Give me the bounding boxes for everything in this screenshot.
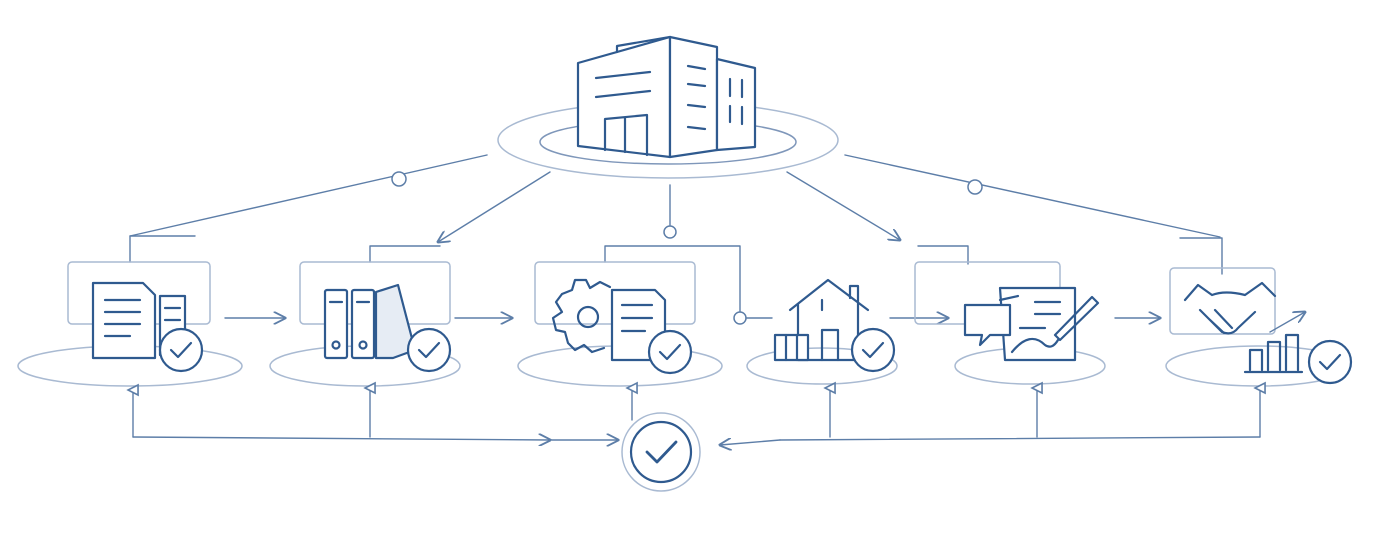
binders-check-icon (323, 283, 452, 373)
junction-node (663, 225, 677, 239)
flow-arrows (224, 311, 1160, 325)
office-building-icon (576, 35, 757, 159)
contract-signing-icon (963, 286, 1100, 362)
junction-node (967, 179, 983, 195)
approval-check-icon (621, 412, 701, 492)
documents-check-icon (91, 281, 204, 373)
gear-document-check-icon (551, 278, 693, 375)
hub-building (497, 35, 839, 179)
bottom-connectors (133, 388, 1260, 445)
handshake-growth-check-icon (1183, 281, 1353, 385)
junction-node (391, 171, 407, 187)
hub-connectors (129, 154, 1223, 313)
house-check-icon (773, 278, 896, 373)
